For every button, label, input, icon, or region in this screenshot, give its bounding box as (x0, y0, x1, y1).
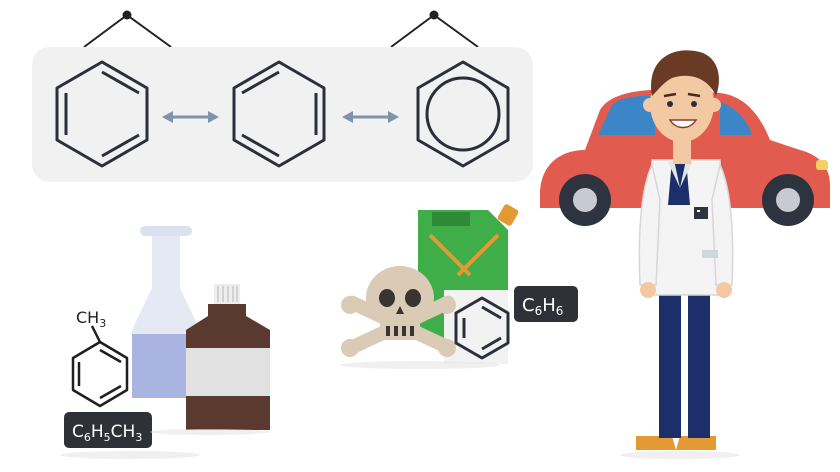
bottle-icon (186, 284, 270, 430)
resonance-arrow-icon (162, 111, 219, 123)
benzene-formula: C6H6 (522, 295, 563, 318)
scientist-icon (636, 50, 734, 450)
benzene-ring-icon (232, 60, 326, 168)
toluene-icon (71, 325, 129, 408)
resonance-arrow-icon (342, 111, 399, 123)
flask-icon (132, 226, 200, 398)
benzene-ring-icon (416, 60, 510, 168)
benzene-ring-icon (454, 296, 510, 360)
benzene-formula-tag (514, 286, 578, 322)
toluene-formula: C6H5CH3 (72, 422, 142, 444)
toluene-formula-tag (64, 412, 152, 448)
hanging-strings (83, 10, 479, 48)
resonance-panel (32, 47, 533, 182)
skull-crossbones-icon (341, 266, 456, 357)
benzene-ring-icon (55, 60, 149, 168)
methyl-label: CH3 (76, 308, 106, 330)
ground-shadows (60, 361, 740, 459)
